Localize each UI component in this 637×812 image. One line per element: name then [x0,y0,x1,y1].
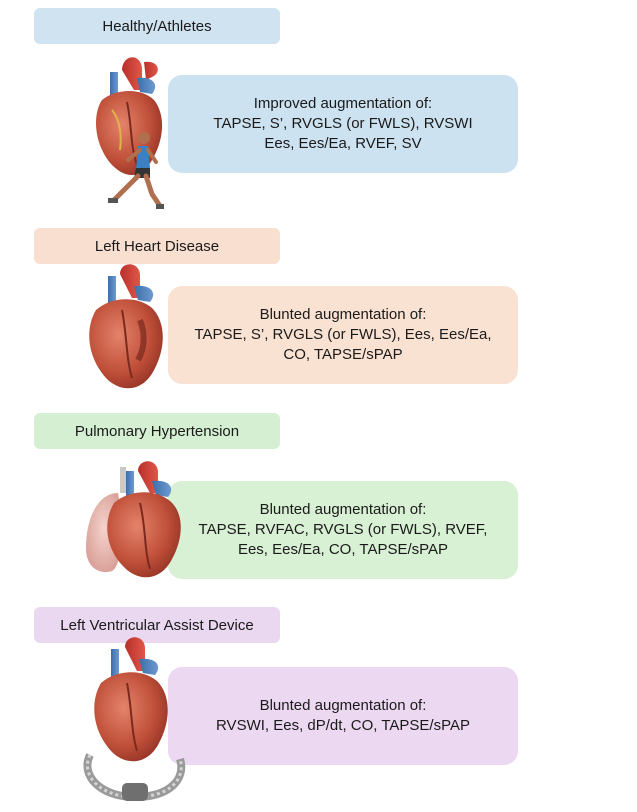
description-line: TAPSE, S’, RVGLS (or FWLS), Ees, Ees/Ea, [194,325,491,345]
panel-description-box: Improved augmentation of: TAPSE, S’, RVG… [168,75,518,173]
description-line: Blunted augmentation of: [260,500,427,520]
description-line: Ees, Ees/Ea, RVEF, SV [264,134,421,154]
panel-description-box: Blunted augmentation of: TAPSE, RVFAC, R… [168,481,518,579]
panel-header: Pulmonary Hypertension [34,413,280,449]
panel-header: Healthy/Athletes [34,8,280,44]
panel-left-heart-disease: Left Heart Disease Blunted augmentation … [0,220,637,405]
lvad-device-icon [80,735,190,805]
panel-header-label: Left Ventricular Assist Device [60,617,253,634]
description-line: TAPSE, S’, RVGLS (or FWLS), RVSWI [213,114,472,134]
description-line: TAPSE, RVFAC, RVGLS (or FWLS), RVEF, [199,520,488,540]
panel-pulmonary-hypertension: Pulmonary Hypertension Blunted augmentat… [0,405,637,595]
panel-header-label: Pulmonary Hypertension [75,423,239,440]
description-line: Improved augmentation of: [254,94,432,114]
description-line: CO, TAPSE/sPAP [283,345,402,365]
description-line: Blunted augmentation of: [260,696,427,716]
heart-icon [102,457,197,587]
runner-icon [104,128,164,218]
panel-header: Left Heart Disease [34,228,280,264]
panel-healthy-athletes: Healthy/Athletes Improved augmentation o… [0,0,637,220]
panel-description-box: Blunted augmentation of: RVSWI, Ees, dP/… [168,667,518,765]
description-line: Blunted augmentation of: [260,305,427,325]
description-line: RVSWI, Ees, dP/dt, CO, TAPSE/sPAP [216,716,470,736]
description-line: Ees, Ees/Ea, CO, TAPSE/sPAP [238,540,448,560]
panel-header-label: Healthy/Athletes [102,18,211,35]
panel-header-label: Left Heart Disease [95,238,219,255]
heart-icon [82,260,177,400]
panel-description-box: Blunted augmentation of: TAPSE, S’, RVGL… [168,286,518,384]
panel-lvad: Left Ventricular Assist Device Blunted a… [0,595,637,812]
